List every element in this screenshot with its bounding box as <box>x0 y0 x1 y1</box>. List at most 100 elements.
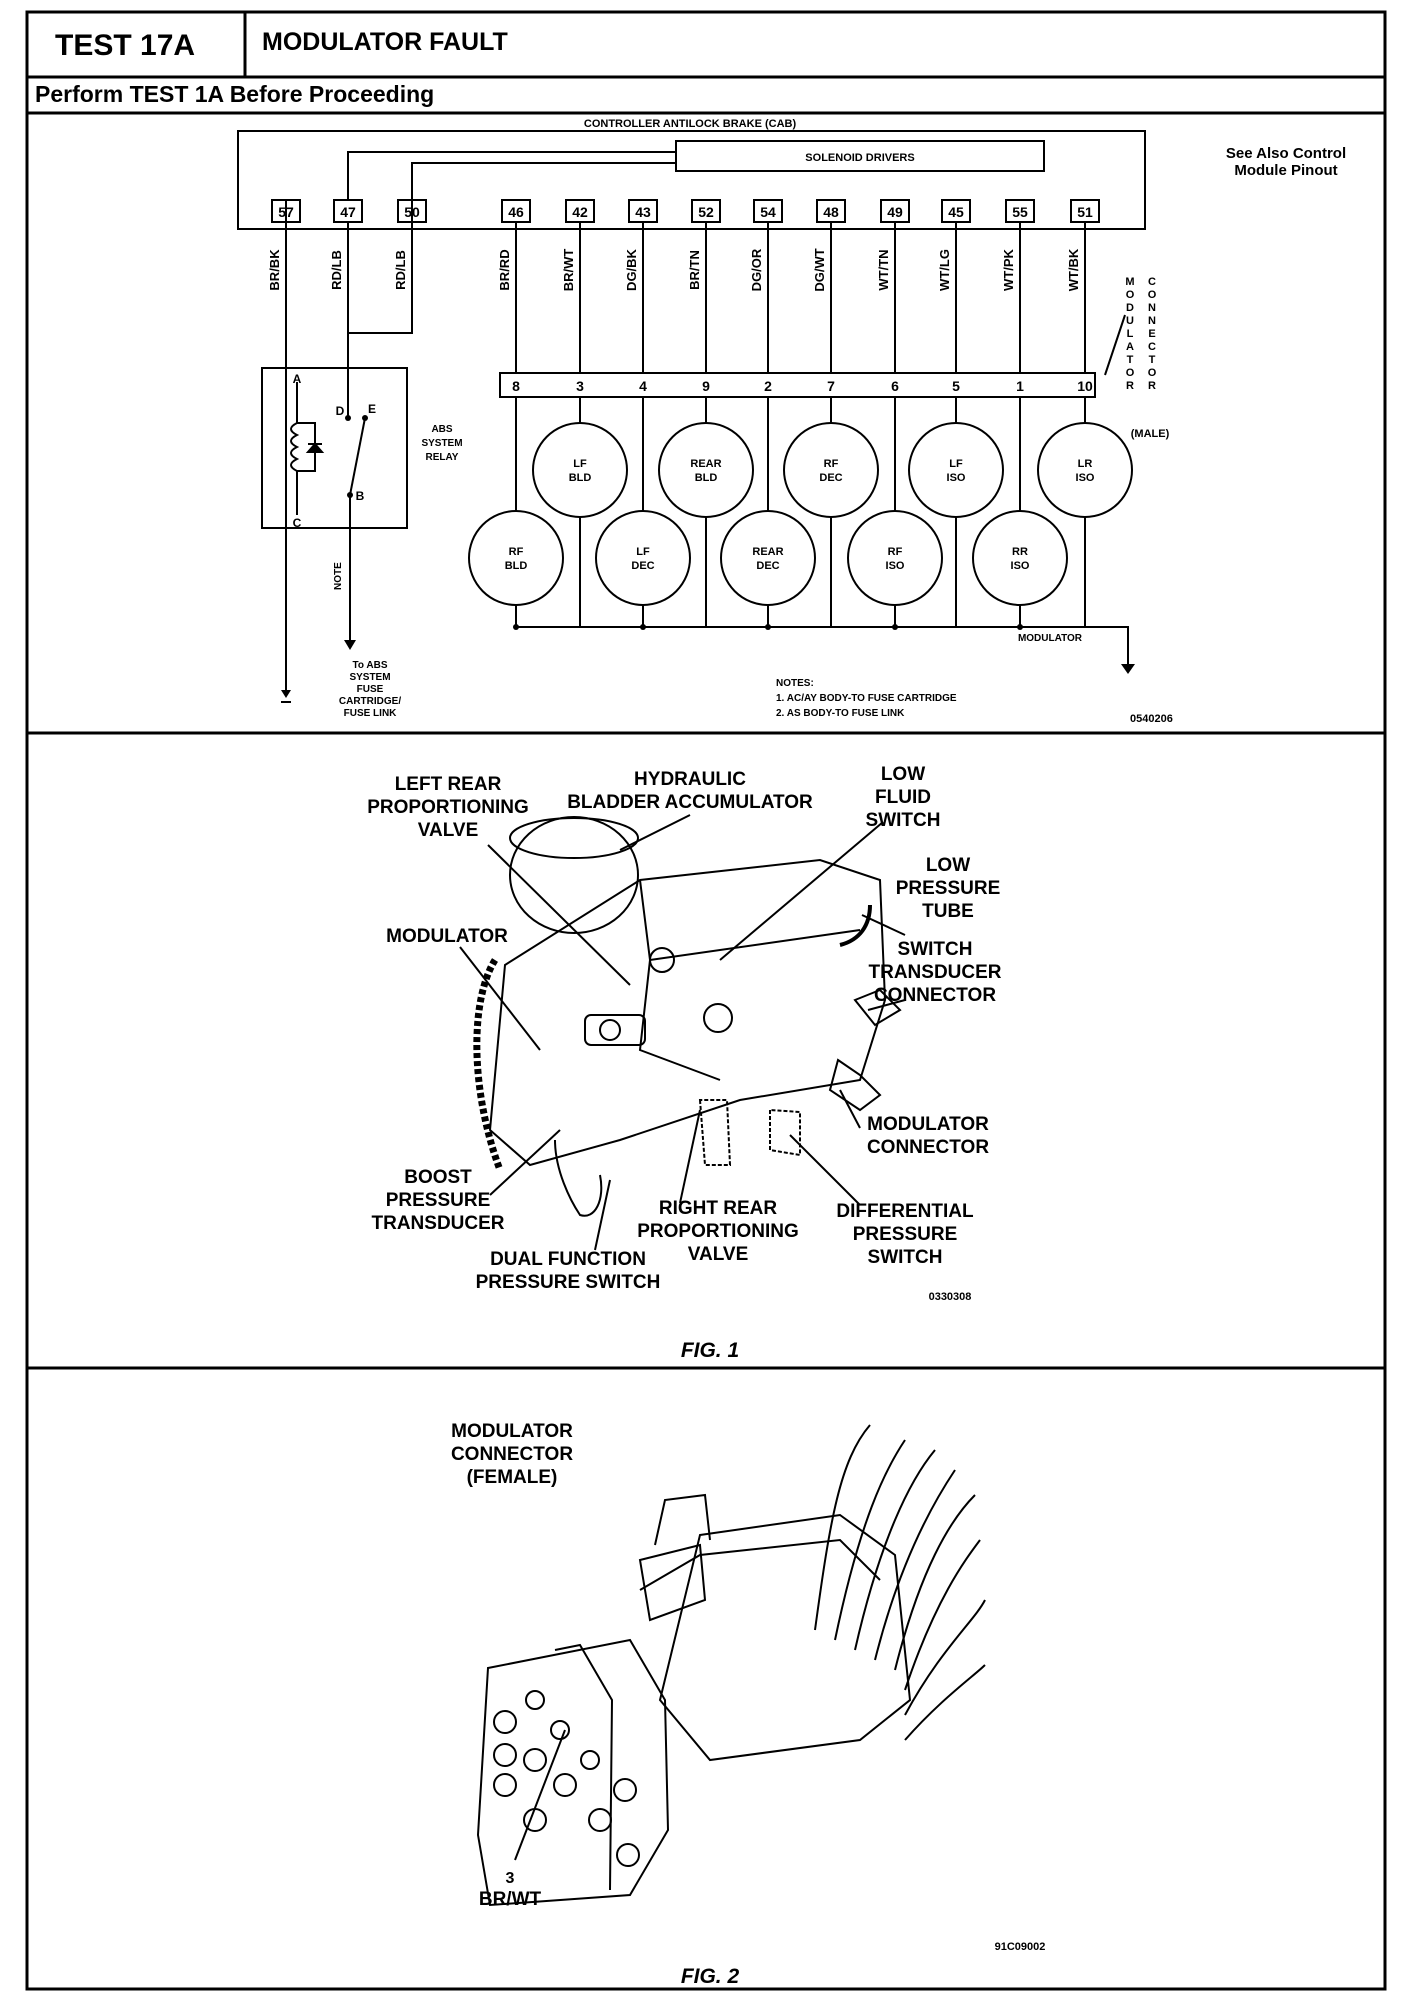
fig1-code: 0330308 <box>929 1291 972 1303</box>
relay-terminal-label: D <box>336 404 345 418</box>
connector-letter: A <box>1126 341 1134 353</box>
modulator-pin-number: 5 <box>952 378 960 394</box>
solenoid-label: DEC <box>631 560 654 572</box>
fig1-modulator-illustration <box>473 816 902 1217</box>
connector-shell <box>658 1513 912 1762</box>
solenoid-coil-bottom <box>720 510 816 606</box>
fig1-label-boost: BOOST <box>404 1167 472 1188</box>
solenoid-coil-bottom <box>468 510 564 606</box>
connector-letter: R <box>1126 380 1134 392</box>
connector-leader <box>1104 314 1126 376</box>
fig2-pin-color: BR/WT <box>479 1889 542 1910</box>
fig1-label-low-fluid: SWITCH <box>866 810 941 831</box>
see-also-note-2: Module Pinout <box>1234 162 1337 179</box>
connector-face <box>476 1638 670 1907</box>
cab-pin-number: 42 <box>572 204 588 220</box>
relay-label-3: RELAY <box>426 452 459 463</box>
relay-terminal-label: C <box>293 516 302 530</box>
fig1-label-left-rear-valve: VALVE <box>418 820 479 841</box>
fig1-label-accumulator: BLADDER ACCUMULATOR <box>567 792 813 813</box>
internal-wire-50 <box>411 162 676 200</box>
fig1-label-right-rear-valve: RIGHT REAR <box>659 1198 778 1219</box>
notes-title: NOTES: <box>776 678 814 689</box>
abs-relay-box <box>261 367 408 529</box>
relay-coil <box>290 382 325 515</box>
fig1-label-low-pressure: PRESSURE <box>896 878 1001 899</box>
cab-pin-number: 49 <box>887 204 903 220</box>
see-also-note: See Also Control <box>1226 145 1346 162</box>
page-frame <box>25 10 1387 1991</box>
cab-label: CONTROLLER ANTILOCK BRAKE (CAB) <box>584 118 797 130</box>
connector-latch <box>638 1543 707 1622</box>
fig1-leader-lines <box>459 814 906 1251</box>
relay-terminal-label: A <box>293 372 302 386</box>
solenoid-label: ISO <box>1076 472 1095 484</box>
modulator-body-shape <box>488 858 887 1167</box>
wire-color-label: DG/BK <box>624 248 639 291</box>
schematic-fig-code: 0540206 <box>1130 713 1173 725</box>
solenoid-coil-top <box>1037 422 1133 518</box>
fuse-feed-arrow <box>344 640 356 650</box>
cab-box <box>237 130 1146 230</box>
fig1-label-accumulator: HYDRAULIC <box>634 769 746 790</box>
wire-color-label: RD/LB <box>393 250 408 290</box>
connector-letter: C <box>1148 276 1156 288</box>
solenoid-label: RF <box>824 458 839 470</box>
relay-label-1: ABS <box>431 424 452 435</box>
note-label: NOTE <box>333 562 344 590</box>
solenoid-coil-bottom <box>972 510 1068 606</box>
connector-letter: O <box>1126 367 1135 379</box>
accumulator-shape <box>509 816 639 934</box>
solenoid-coils: LFBLDREARBLDRFDECLFISOLRISORFBLDLFDECREA… <box>468 397 1133 630</box>
solenoid-coil-bottom <box>595 510 691 606</box>
fig1-caption: FIG. 1 <box>681 1339 739 1362</box>
solenoid-label: ISO <box>947 472 966 484</box>
cab-pin-number: 43 <box>635 204 651 220</box>
relay-label-2: SYSTEM <box>421 438 462 449</box>
fig2-caption: FIG. 2 <box>681 1965 740 1988</box>
relay-feed-wire <box>348 200 413 334</box>
cab-pin-number: 54 <box>760 204 776 220</box>
test-title: MODULATOR FAULT <box>262 28 508 56</box>
modulator-pin-number: 2 <box>764 378 772 394</box>
connector-letter: T <box>1149 354 1156 366</box>
fig1-label-modulator-connector: CONNECTOR <box>867 1137 989 1158</box>
solenoid-label: REAR <box>690 458 721 470</box>
fuse-label-line: To ABS <box>353 660 388 671</box>
solenoid-label: ISO <box>1011 560 1030 572</box>
test-id: TEST 17A <box>55 29 195 62</box>
solenoid-label: RF <box>888 546 903 558</box>
solenoid-drivers-label: SOLENOID DRIVERS <box>805 152 914 164</box>
modulator-connector-strip <box>499 372 1096 398</box>
connector-letter: E <box>1148 328 1155 340</box>
relay-switch <box>347 333 366 640</box>
solenoid-label: BLD <box>695 472 718 484</box>
fig1-label-switch-transducer: CONNECTOR <box>874 985 996 1006</box>
connector-wires <box>814 1424 986 1741</box>
cab-pin-number: 51 <box>1077 204 1093 220</box>
fig1-label-left-rear-valve: LEFT REAR <box>395 774 502 795</box>
fig1-label-modulator: MODULATOR <box>386 926 508 947</box>
solenoid-label: LR <box>1078 458 1093 470</box>
solenoid-coil-top <box>783 422 879 518</box>
solenoid-label: DEC <box>756 560 779 572</box>
relay-terminal-label: E <box>368 402 376 416</box>
fuse-label-line: FUSE LINK <box>344 708 398 719</box>
connector-letter: U <box>1126 315 1134 327</box>
fig1-label-modulator-connector: MODULATOR <box>867 1114 989 1135</box>
solenoid-coil-top <box>658 422 754 518</box>
fig1-label-switch-transducer: SWITCH <box>898 939 973 960</box>
connector-letter: N <box>1148 315 1156 327</box>
cab-pin-number: 47 <box>340 204 356 220</box>
test-instruction: Perform TEST 1A Before Proceeding <box>35 81 434 107</box>
relay-ground-arrow <box>281 690 291 698</box>
fig1-label-boost: TRANSDUCER <box>372 1213 505 1234</box>
solenoid-coil-top <box>532 422 628 518</box>
fig1-label-low-pressure: TUBE <box>922 901 974 922</box>
fig1-label-differential: DIFFERENTIAL <box>836 1201 974 1222</box>
fig1-labels: LEFT REARPROPORTIONINGVALVEHYDRAULICBLAD… <box>367 764 1002 1293</box>
cab-pin-number: 46 <box>508 204 524 220</box>
modulator-pin-number: 8 <box>512 378 520 394</box>
